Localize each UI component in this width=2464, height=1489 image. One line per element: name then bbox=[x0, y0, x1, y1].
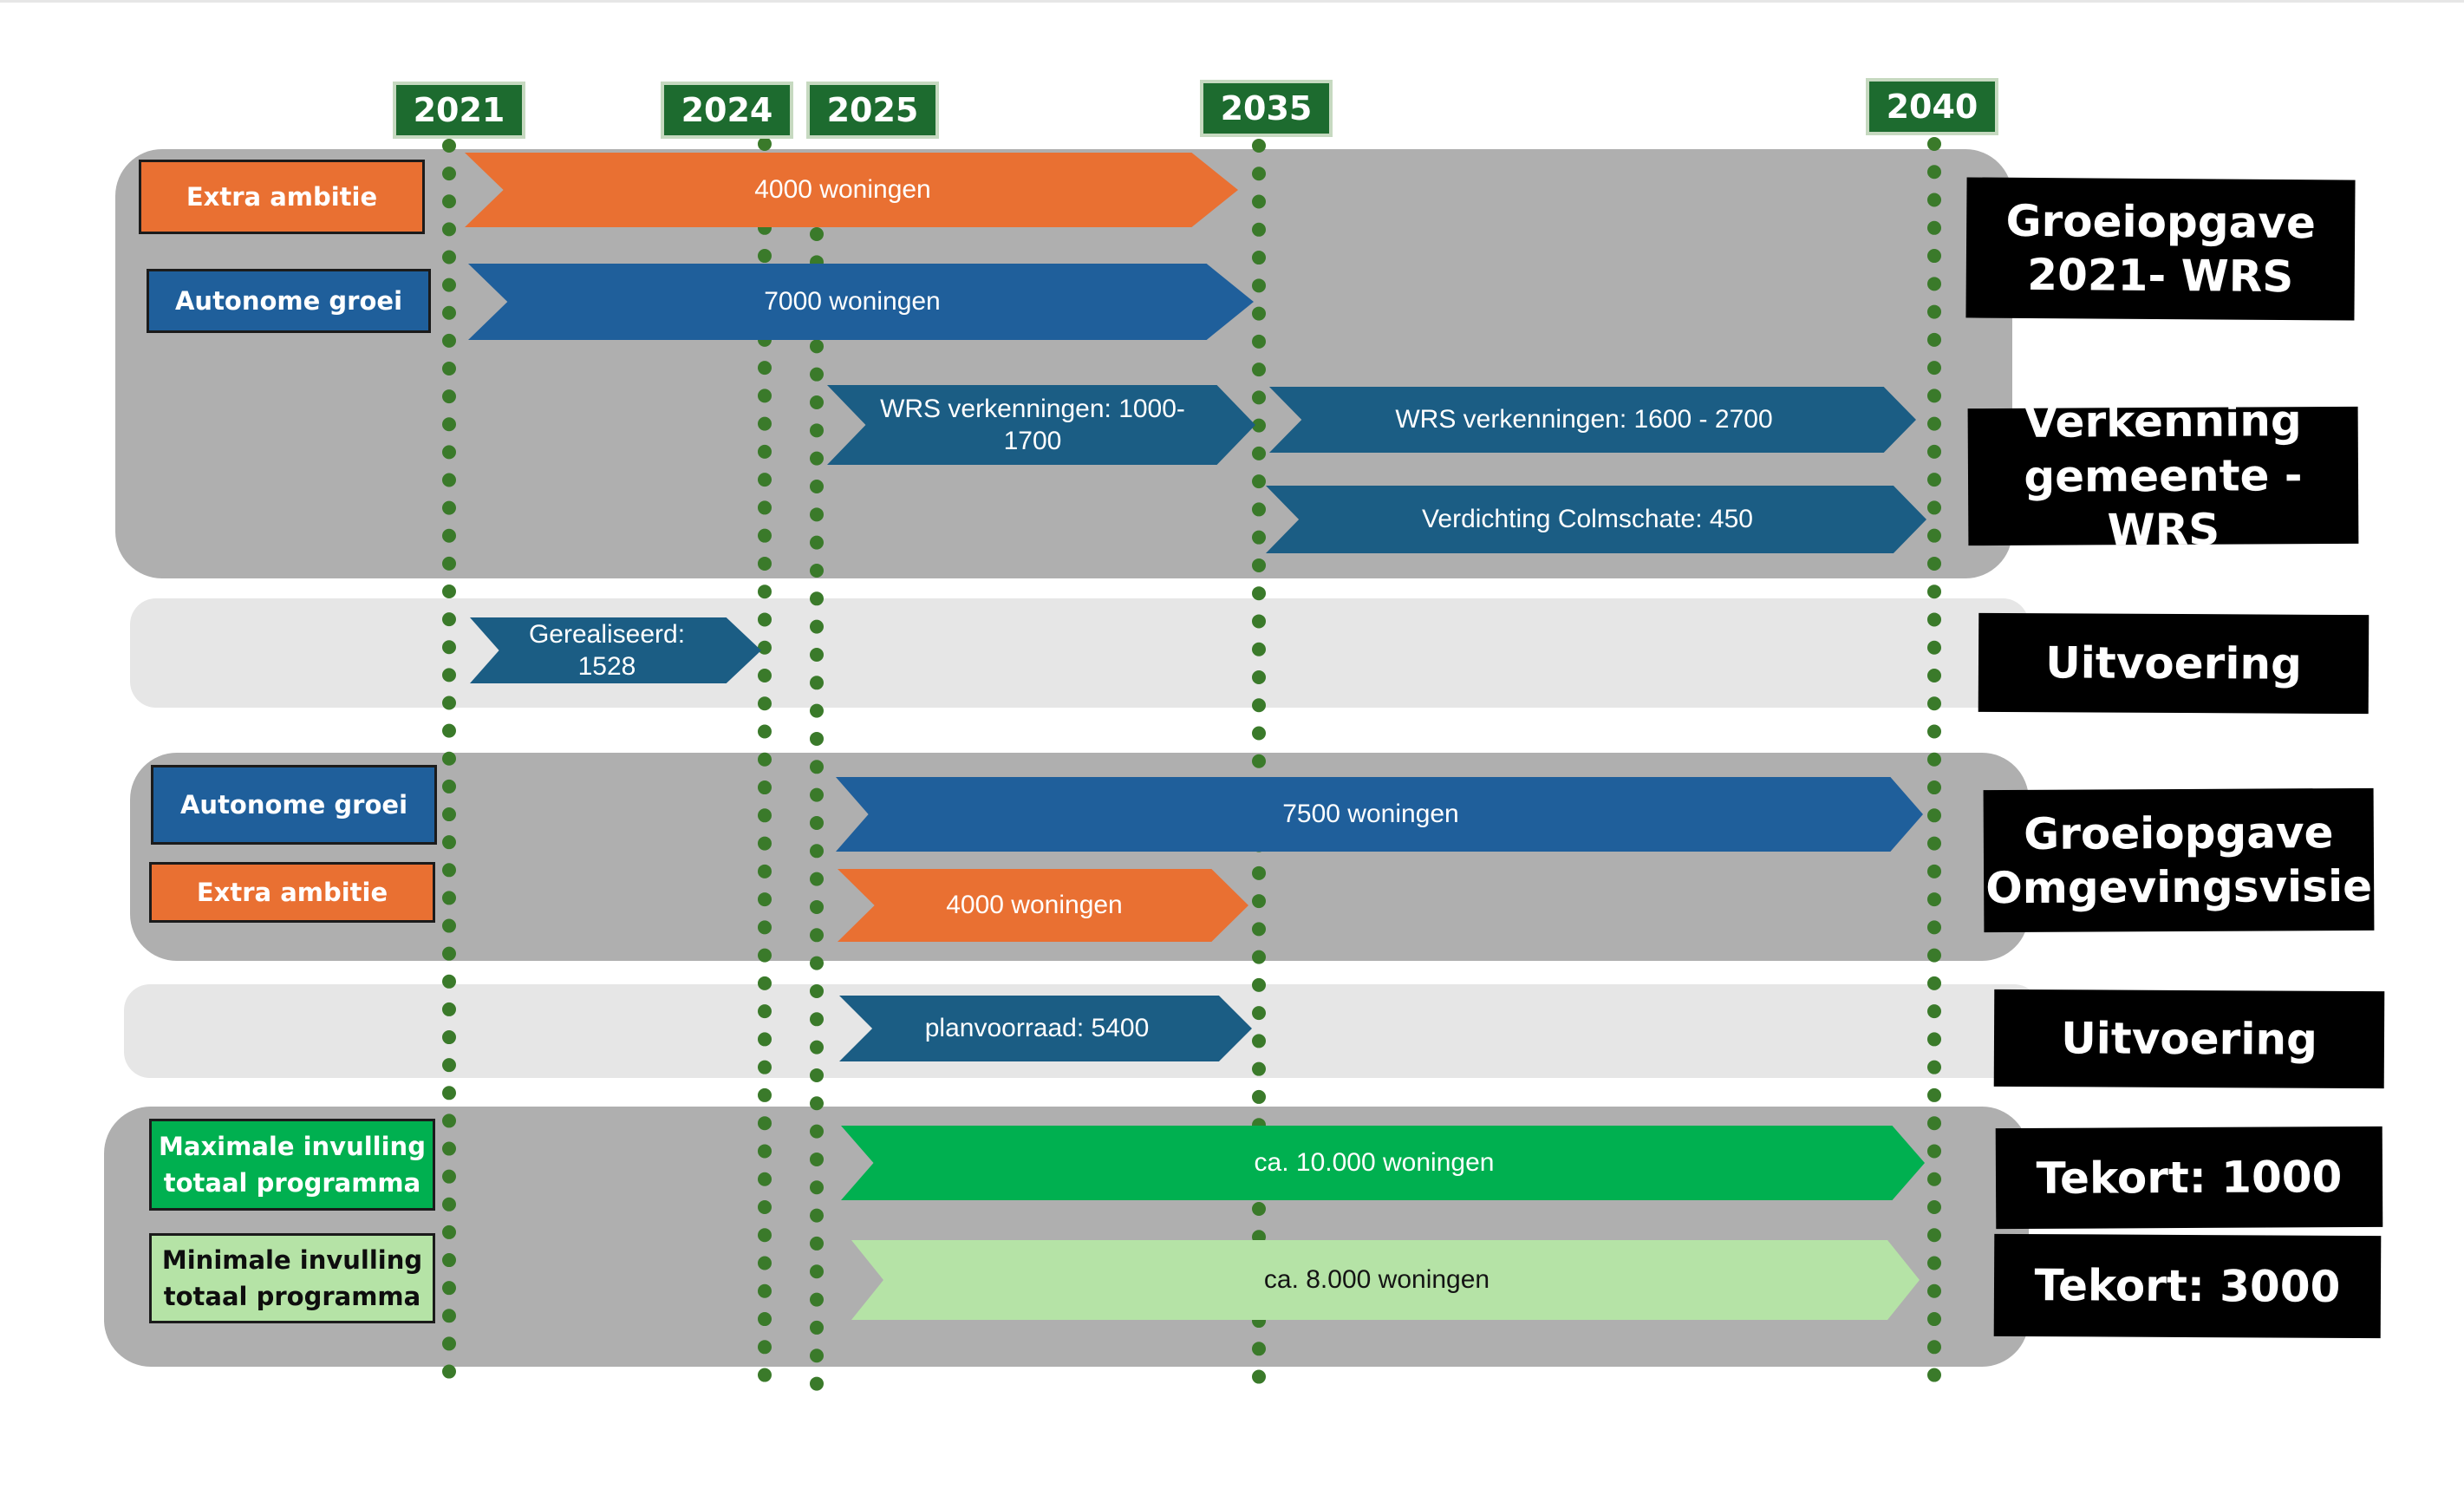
year-2021: 2021 bbox=[393, 82, 525, 139]
bar-7500-woningen: 7500 woningen bbox=[836, 777, 1923, 852]
bar-7000-woningen: 7000 woningen bbox=[468, 264, 1254, 340]
bar-8000-woningen: ca. 8.000 woningen bbox=[851, 1240, 1920, 1320]
label-extra-ambitie-ov: Extra ambitie bbox=[149, 862, 435, 923]
tag-tekort-1000: Tekort: 1000 bbox=[1995, 1126, 2383, 1230]
gridline-2040 bbox=[1927, 137, 1941, 1382]
top-border bbox=[0, 0, 2464, 3]
label-maximale-invulling: Maximale invulling totaal programma bbox=[149, 1119, 435, 1211]
tag-uitvoering-1: Uitvoering bbox=[1978, 612, 2369, 715]
label-minimale-invulling: Minimale invulling totaal programma bbox=[149, 1233, 435, 1323]
label-autonome-groei-ov: Autonome groei bbox=[151, 765, 437, 845]
gridline-2025 bbox=[810, 227, 824, 1391]
gridline-2035 bbox=[1252, 139, 1266, 1384]
tag-groeiopgave-wrs: Groeiopgave 2021- WRS bbox=[1965, 177, 2356, 321]
tag-verkenning-gemeente: Verkenning gemeente -WRS bbox=[1967, 395, 2359, 556]
year-2024: 2024 bbox=[661, 82, 793, 139]
year-2040: 2040 bbox=[1866, 78, 1998, 135]
bar-wrs-verkenningen-2: WRS verkenningen: 1600 - 2700 bbox=[1269, 387, 1916, 453]
tag-tekort-3000: Tekort: 3000 bbox=[1993, 1233, 2382, 1339]
label-extra-ambitie: Extra ambitie bbox=[139, 160, 425, 234]
bar-planvoorraad: planvoorraad: 5400 bbox=[839, 996, 1252, 1061]
bar-4000-woningen-ov: 4000 woningen bbox=[838, 869, 1248, 942]
bar-10000-woningen: ca. 10.000 woningen bbox=[841, 1126, 1925, 1200]
panel-uitvoering-1 bbox=[130, 598, 2029, 708]
bar-4000-woningen: 4000 woningen bbox=[465, 153, 1238, 227]
tag-groeiopgave-omgevingsvisie: Groeiopgave Omgevingsvisie bbox=[1983, 787, 2375, 933]
label-autonome-groei: Autonome groei bbox=[147, 269, 431, 333]
year-2025: 2025 bbox=[806, 82, 939, 139]
tag-uitvoering-2: Uitvoering bbox=[1993, 989, 2385, 1089]
bar-gerealiseerd: Gerealiseerd: 1528 bbox=[470, 617, 761, 683]
gridline-2021 bbox=[442, 139, 456, 1379]
bar-wrs-verkenningen-1: WRS verkenningen: 1000-1700 bbox=[827, 385, 1255, 465]
gridline-2024 bbox=[758, 137, 772, 1382]
bar-verdichting-colmschate: Verdichting Colmschate: 450 bbox=[1266, 486, 1926, 553]
year-2035: 2035 bbox=[1200, 80, 1333, 137]
